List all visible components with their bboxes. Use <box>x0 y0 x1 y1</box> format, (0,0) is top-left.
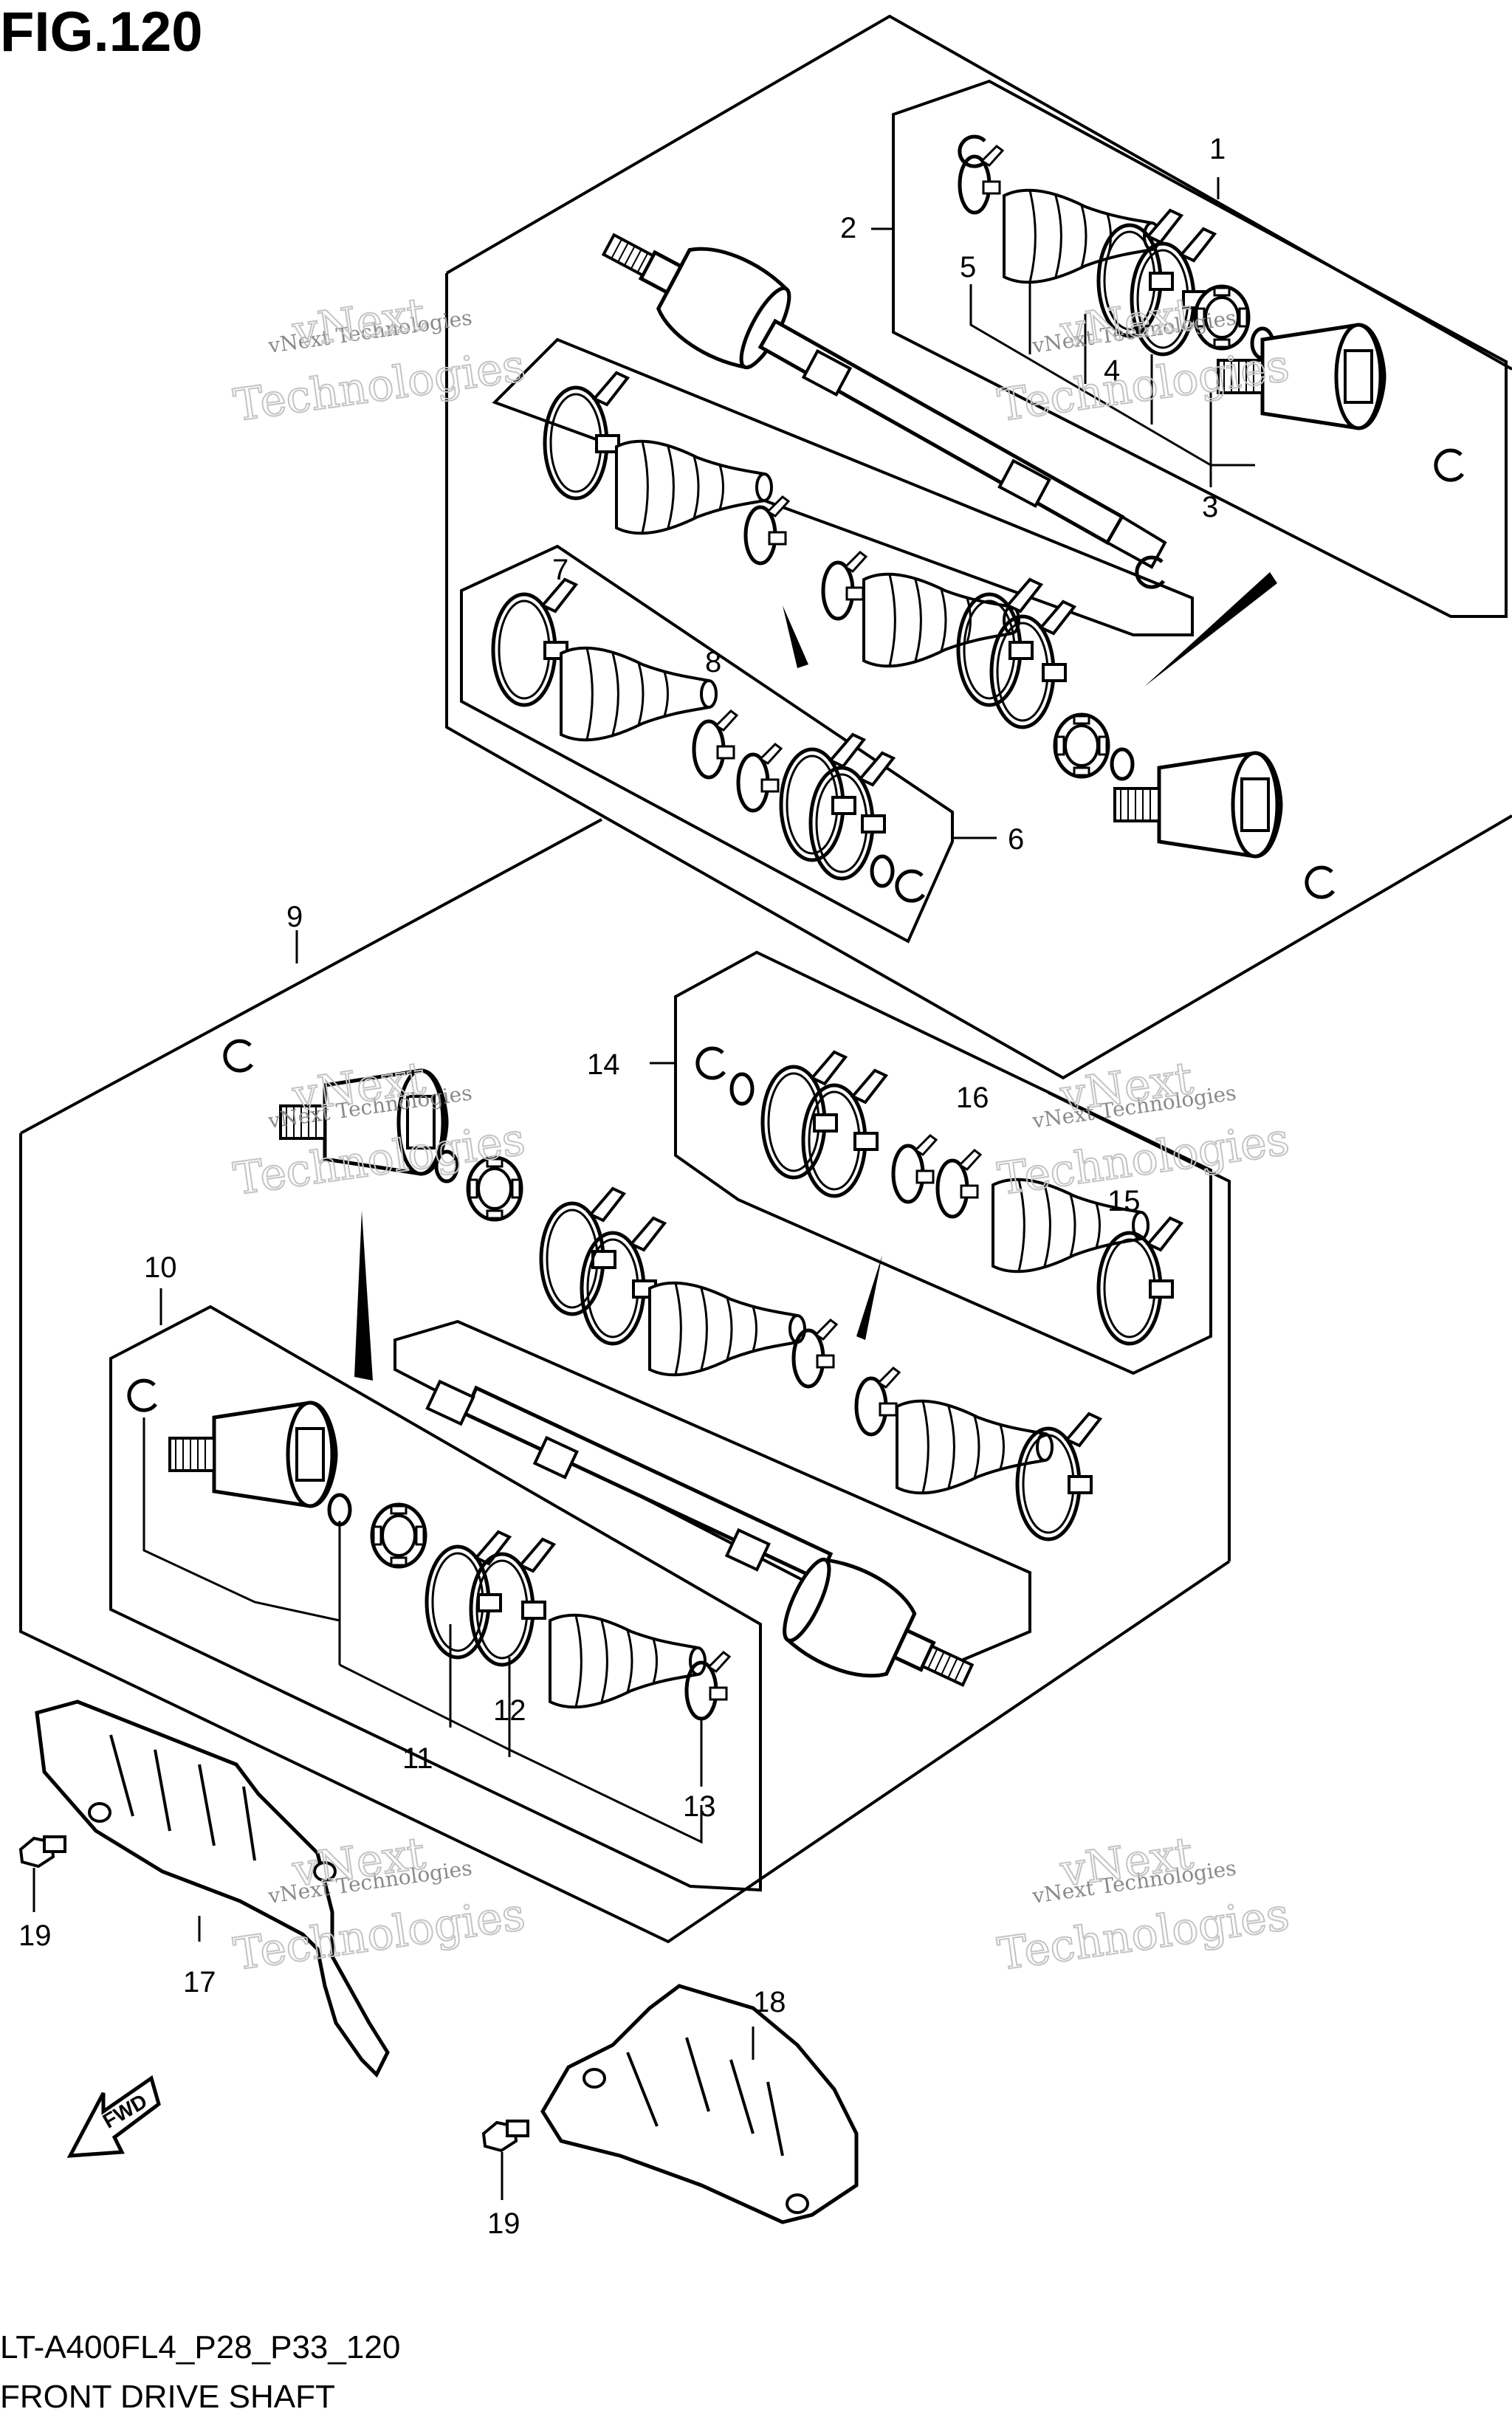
callout-15: 15 <box>1107 1185 1141 1217</box>
callout-19-left: 19 <box>18 1920 52 1952</box>
callout-10: 10 <box>144 1251 177 1284</box>
callout-6: 6 <box>1008 823 1024 856</box>
figure-title: FIG.120 <box>0 1 203 63</box>
callout-8: 8 <box>705 646 721 678</box>
fwd-arrow-icon: FWD <box>66 2075 161 2158</box>
callout-4: 4 <box>1104 354 1120 387</box>
callout-13: 13 <box>683 1790 716 1823</box>
callout-14: 14 <box>587 1048 620 1081</box>
section-name: FRONT DRIVE SHAFT <box>0 2379 335 2415</box>
callout-16: 16 <box>956 1082 989 1114</box>
svg-text:vNext: vNext <box>289 289 428 358</box>
callout-1: 1 <box>1209 133 1226 165</box>
bolt-19-right <box>481 2120 529 2200</box>
bolt-19-left <box>18 1835 66 1912</box>
callout-9: 9 <box>286 901 303 933</box>
callout-17: 17 <box>183 1966 216 1998</box>
callout-7: 7 <box>552 554 568 586</box>
callout-2: 2 <box>840 212 856 244</box>
callout-19-right: 19 <box>487 2207 520 2240</box>
callouts: 1 2 3 4 5 6 7 8 9 10 11 12 13 14 15 16 1… <box>18 133 1226 2240</box>
lower-assembly <box>19 818 1231 1944</box>
model-code: LT-A400FL4_P28_P33_120 <box>0 2329 401 2365</box>
callout-3: 3 <box>1202 491 1218 523</box>
skid-plate-18 <box>540 1984 859 2224</box>
upper-assembly <box>445 14 1512 1080</box>
skid-plate-17 <box>35 1699 390 2078</box>
callout-12: 12 <box>493 1694 526 1727</box>
callout-5: 5 <box>960 251 976 283</box>
callout-18: 18 <box>753 1986 786 2018</box>
callout-11: 11 <box>402 1742 433 1775</box>
